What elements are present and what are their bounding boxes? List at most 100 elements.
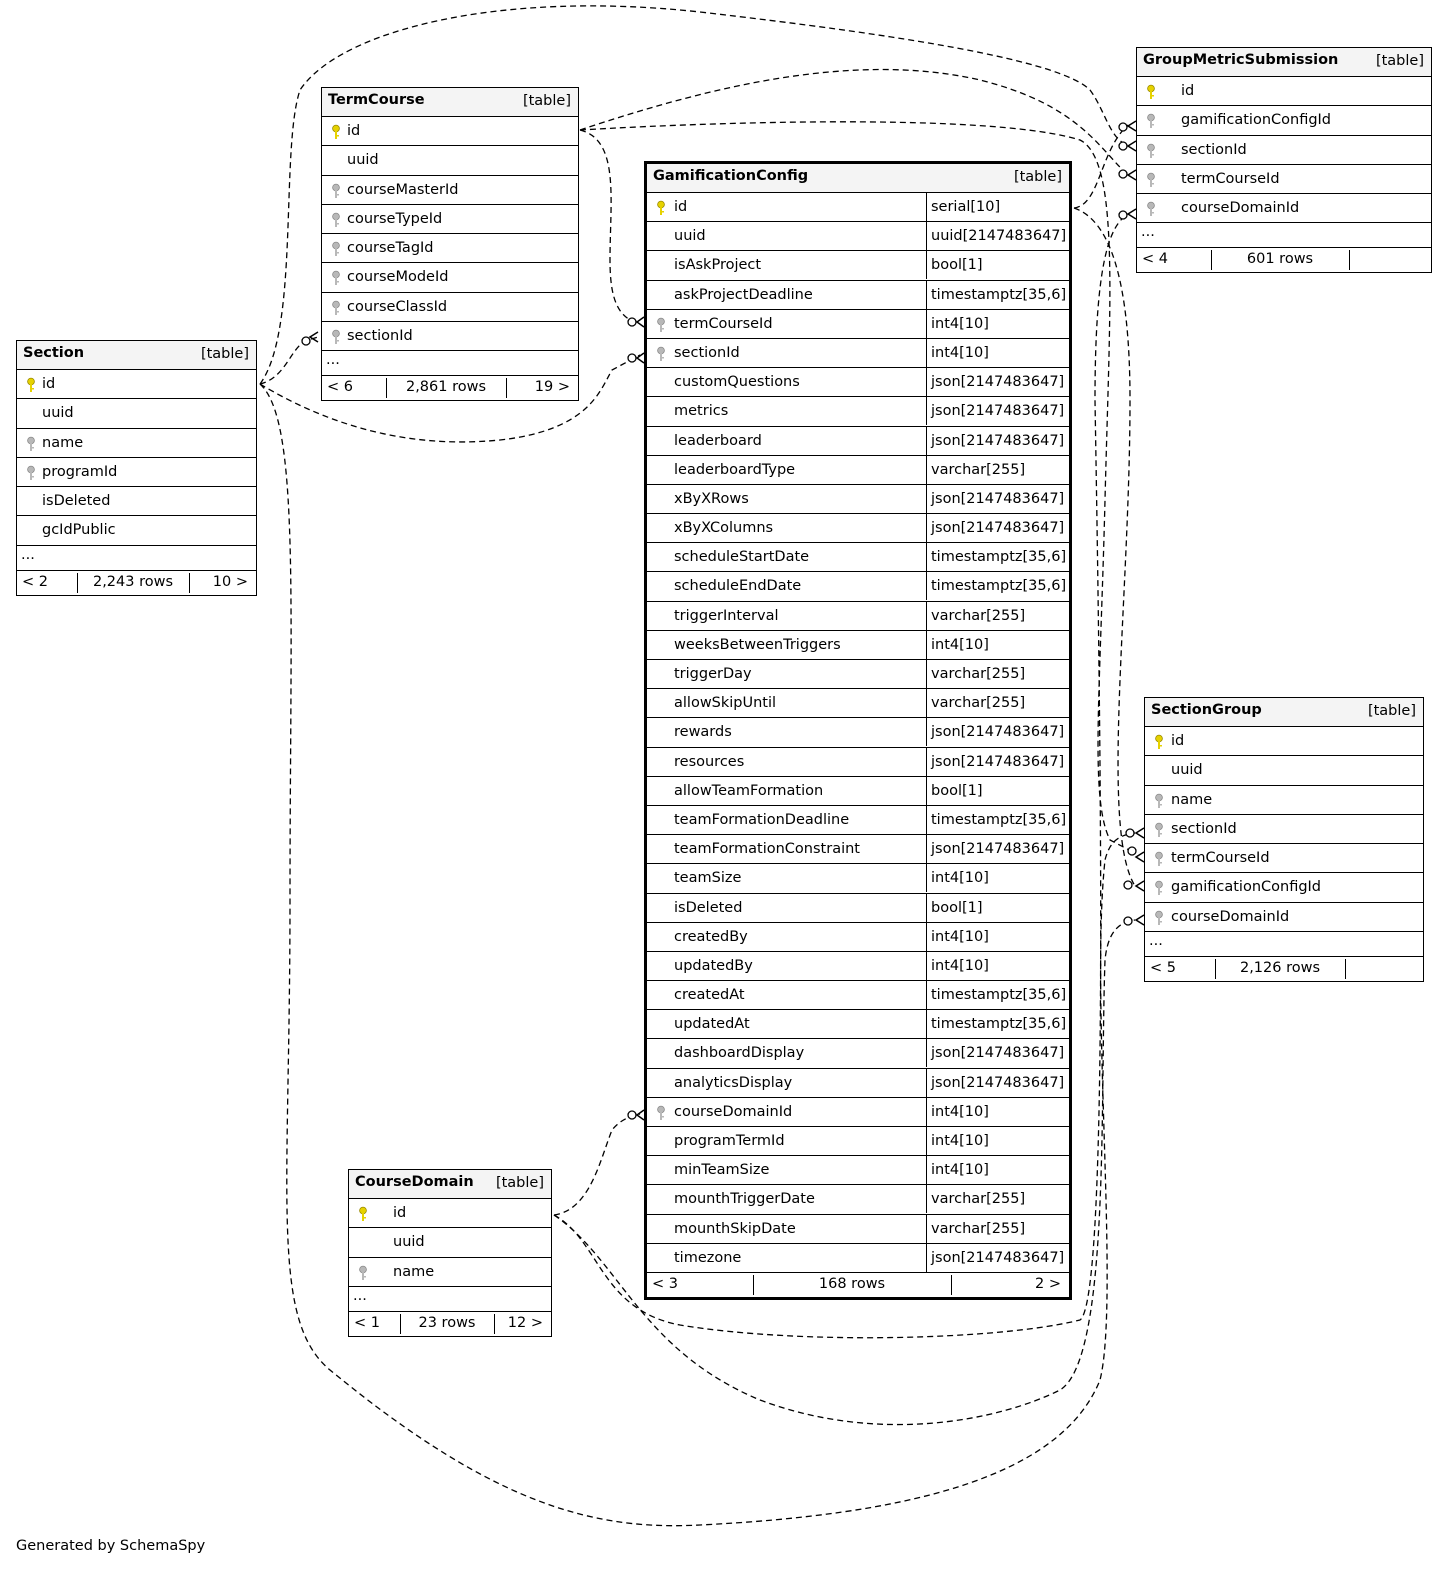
table-name[interactable]: GroupMetricSubmission bbox=[1143, 52, 1339, 68]
column-row[interactable]: courseClassId bbox=[322, 293, 578, 323]
column-name: name bbox=[1171, 791, 1213, 808]
column-row[interactable]: name bbox=[349, 1258, 551, 1287]
column-row[interactable]: uuid bbox=[17, 399, 256, 429]
column-row[interactable]: termCourseId bbox=[1137, 165, 1431, 195]
column-name: gamificationConfigId bbox=[1171, 879, 1322, 896]
column-row[interactable]: id bbox=[1145, 727, 1423, 757]
parents-link[interactable]: < 1 bbox=[354, 1314, 380, 1331]
column-row[interactable]: id bbox=[322, 117, 578, 147]
primary-key-icon bbox=[1145, 84, 1157, 100]
children-link[interactable]: 19 > bbox=[534, 379, 570, 396]
column-row[interactable]: courseTypeId bbox=[322, 205, 578, 235]
column-row[interactable]: gamificationConfigId bbox=[1145, 873, 1423, 903]
column-row[interactable]: isDeleted bbox=[17, 487, 256, 517]
parents-link[interactable]: < 3 bbox=[652, 1275, 678, 1292]
column-row[interactable]: id bbox=[349, 1199, 551, 1229]
column-row[interactable]: courseMasterId bbox=[322, 176, 578, 205]
children-link[interactable]: 12 > bbox=[507, 1314, 543, 1331]
children-link[interactable]: 10 > bbox=[212, 573, 248, 590]
table-name[interactable]: Section bbox=[23, 345, 85, 361]
column-row[interactable]: name bbox=[17, 429, 256, 458]
column-row[interactable]: name bbox=[1145, 786, 1423, 815]
column-name: programTermId bbox=[674, 1133, 785, 1149]
table-name[interactable]: CourseDomain bbox=[355, 1174, 474, 1190]
parents-link[interactable]: < 4 bbox=[1142, 251, 1168, 268]
column-row[interactable]: sectionId bbox=[322, 322, 578, 352]
column-row[interactable]: courseModeId bbox=[322, 263, 578, 293]
column-row[interactable]: programId bbox=[17, 458, 256, 488]
column-row[interactable]: id bbox=[17, 370, 256, 400]
column-row[interactable]: gcIdPublic bbox=[17, 516, 256, 546]
column-row[interactable]: termCourseId bbox=[1145, 844, 1423, 874]
parents-link[interactable]: < 2 bbox=[22, 573, 48, 590]
column-row[interactable]: uuid bbox=[1145, 756, 1423, 786]
foreign-key-icon bbox=[1145, 113, 1157, 129]
table-name[interactable]: GamificationConfig bbox=[653, 168, 809, 184]
crowfoot bbox=[635, 316, 645, 328]
table-name[interactable]: SectionGroup bbox=[1151, 702, 1262, 718]
column-row[interactable]: uuid bbox=[322, 146, 578, 176]
foreign-key-icon bbox=[330, 300, 342, 316]
table-name[interactable]: TermCourse bbox=[328, 92, 425, 108]
column-row[interactable]: sectionId bbox=[1145, 815, 1423, 845]
column-row[interactable]: uuid bbox=[349, 1228, 551, 1258]
edge-end-circle bbox=[301, 336, 311, 346]
column-type: json[2147483647] bbox=[926, 718, 1064, 747]
column-row[interactable]: courseDomainId bbox=[1137, 194, 1431, 224]
parents-link[interactable]: < 5 bbox=[1150, 960, 1176, 977]
column-row[interactable]: sectionId bbox=[1137, 136, 1431, 165]
column-row[interactable]: courseDomainId bbox=[1145, 903, 1423, 933]
column-row[interactable]: gamificationConfigId bbox=[1137, 106, 1431, 136]
column-row[interactable]: courseTagId bbox=[322, 234, 578, 264]
edge-end-circle bbox=[1118, 169, 1128, 179]
parents-link[interactable]: < 6 bbox=[327, 379, 353, 396]
children-link[interactable]: 2 > bbox=[1035, 1275, 1061, 1292]
column-row[interactable]: id bbox=[1137, 77, 1431, 107]
